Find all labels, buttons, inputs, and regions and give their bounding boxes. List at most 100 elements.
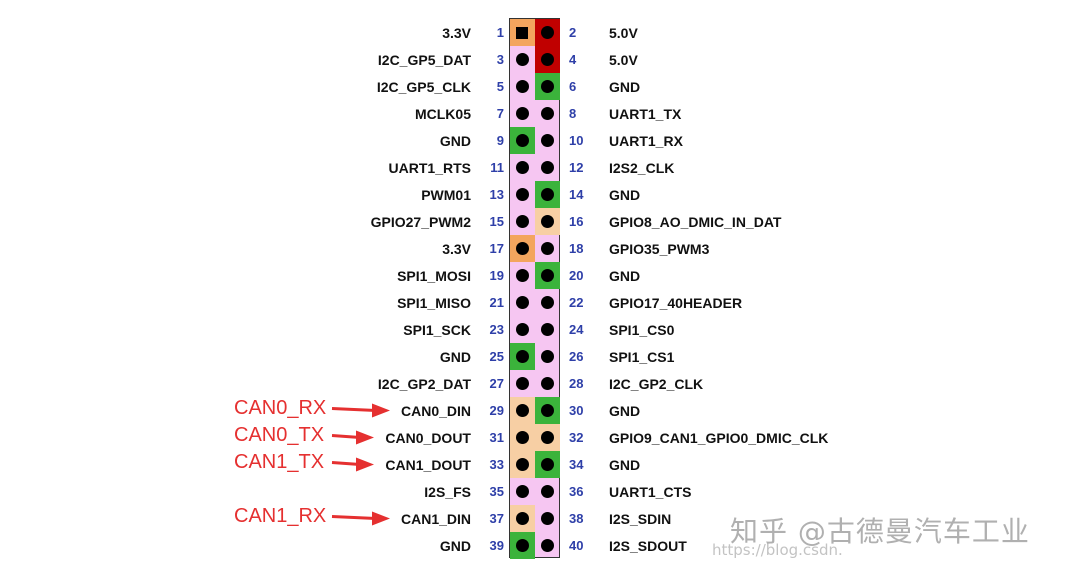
pin-label: MCLK05 (414, 105, 471, 122)
pin-33-marker (516, 458, 529, 471)
pin-19-marker (516, 269, 529, 282)
pin-label: SPI1_MOSI (397, 267, 471, 284)
watermark-url: https://blog.csdn. (712, 541, 843, 559)
pin-number: 5 (496, 78, 504, 94)
pin-10-marker (541, 134, 554, 147)
pin-5-marker (516, 80, 529, 93)
pin-28-marker (541, 377, 554, 390)
callout-label: CAN0_TX (234, 423, 325, 446)
pin-number: 38 (569, 510, 584, 526)
pin-number: 1 (496, 24, 504, 40)
pin-number: 19 (489, 267, 504, 283)
pin-label: SPI1_MISO (397, 294, 471, 311)
pin-25-marker (516, 350, 529, 363)
pin-4-marker (541, 53, 554, 66)
pin-20-marker (541, 269, 554, 282)
callout-arrow-line (331, 461, 361, 466)
pin-label: CAN0_DIN (400, 402, 471, 419)
pin-label: 5.0V (609, 24, 638, 41)
callout-label: CAN0_RX (234, 396, 327, 419)
pin-36-marker (541, 485, 554, 498)
pin-21-marker (516, 296, 529, 309)
pin-11-marker (516, 161, 529, 174)
pin-number: 9 (496, 132, 504, 148)
pin-label: I2C_GP5_DAT (377, 51, 471, 68)
pin-37-marker (516, 512, 529, 525)
pin-number: 12 (569, 159, 584, 175)
pin-number: 24 (569, 321, 584, 337)
pin-label: CAN0_DOUT (385, 429, 471, 446)
pin-label: I2S_SDOUT (609, 537, 687, 554)
pin-number: 35 (489, 483, 504, 499)
pin-label: SPI1_CS0 (609, 321, 675, 338)
callout-arrowhead (372, 511, 390, 526)
pin-26-marker (541, 350, 554, 363)
pin-label: GND (439, 537, 471, 554)
pin-number: 21 (489, 294, 504, 310)
pin-label: I2C_GP2_CLK (609, 375, 704, 392)
pin-label: GPIO35_PWM3 (609, 240, 710, 257)
pin-15-marker (516, 215, 529, 228)
pin-label: GPIO17_40HEADER (609, 294, 743, 311)
pin-number: 13 (489, 186, 504, 202)
pin-label: GND (609, 402, 641, 419)
pin-1-marker (516, 26, 528, 39)
pin-label: 3.3V (442, 240, 471, 257)
pin-14-marker (541, 188, 554, 201)
pin-label: SPI1_CS1 (609, 348, 675, 365)
pin-label: GPIO27_PWM2 (370, 213, 471, 230)
watermark: 知乎 @古德曼汽车工业 (730, 515, 1030, 548)
pin-label: I2C_GP2_DAT (377, 375, 471, 392)
pin-number: 28 (569, 375, 584, 391)
pin-32-marker (541, 431, 554, 444)
pin-34-marker (541, 458, 554, 471)
pin-13-marker (516, 188, 529, 201)
pin-label: GND (609, 78, 641, 95)
callout-arrow-line (331, 407, 377, 412)
pin-label: I2S2_CLK (609, 159, 675, 176)
pin-number: 16 (569, 213, 584, 229)
pin-number: 23 (489, 321, 504, 337)
pin-24-marker (541, 323, 554, 336)
pin-label: GPIO8_AO_DMIC_IN_DAT (609, 213, 782, 230)
callout-arrowhead (356, 430, 374, 445)
callout-arrow-line (331, 515, 377, 520)
pin-label: I2C_GP5_CLK (376, 78, 471, 95)
pin-number: 32 (569, 429, 584, 445)
pin-18-marker (541, 242, 554, 255)
pin-number: 40 (569, 537, 584, 553)
pin-label: 5.0V (609, 51, 638, 68)
pin-3-marker (516, 53, 529, 66)
pin-27-marker (516, 377, 529, 390)
pin-label: GND (609, 267, 641, 284)
pin-number: 29 (489, 402, 504, 418)
pin-label: 3.3V (442, 24, 471, 41)
pin-label: CAN1_DOUT (385, 456, 471, 473)
pin-number: 36 (569, 483, 584, 499)
pin-label: I2S_SDIN (609, 510, 672, 527)
pin-label: UART1_RTS (388, 159, 471, 176)
pin-30-marker (541, 404, 554, 417)
pin-number: 31 (489, 429, 504, 445)
pin-label: CAN1_DIN (400, 510, 471, 527)
pin-number: 4 (569, 51, 577, 67)
callout-arrowhead (372, 403, 390, 418)
pin-number: 10 (569, 132, 584, 148)
callout-label: CAN1_RX (234, 504, 327, 527)
pin-38-marker (541, 512, 554, 525)
pin-label: GND (439, 348, 471, 365)
pin-number: 3 (496, 51, 504, 67)
pin-number: 7 (496, 105, 504, 121)
pin-number: 37 (489, 510, 504, 526)
pin-label: SPI1_SCK (403, 321, 471, 338)
pin-16-marker (541, 215, 554, 228)
pin-23-marker (516, 323, 529, 336)
pin-9-marker (516, 134, 529, 147)
pin-31-marker (516, 431, 529, 444)
pin-number: 39 (489, 537, 504, 553)
pin-number: 6 (569, 78, 577, 94)
pin-label: GND (609, 456, 641, 473)
pin-label: UART1_CTS (609, 483, 692, 500)
